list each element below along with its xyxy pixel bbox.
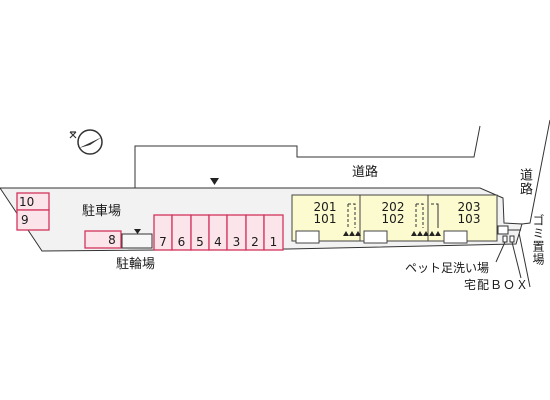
parking-number-5: 5 (196, 235, 204, 249)
unit-porch (363, 230, 388, 244)
parking-number-3: 3 (232, 235, 241, 249)
unit-number-101: 101 (313, 212, 337, 226)
building-outline (291, 194, 498, 242)
parking-number-1: 1 (269, 235, 278, 249)
bicycle-parking-label: 駐輪場 (116, 257, 156, 272)
door-triangle-icon (411, 231, 441, 236)
parking-space-1 (263, 214, 284, 251)
road-label-top: 道路 (352, 165, 379, 180)
unit-number-103: 103 (457, 212, 481, 226)
parking-number-6: 6 (177, 235, 186, 249)
bicycle-entrance-triangle-icon (134, 229, 141, 234)
unit-number-203: 203 (457, 200, 481, 214)
leader-line-pet-wash (495, 241, 506, 263)
parking-number-8: 8 (108, 233, 116, 247)
pet-wash-station (502, 235, 508, 243)
road-boundary-line (134, 125, 481, 188)
road-label-right: 道路 (517, 168, 532, 196)
stairs (347, 203, 356, 228)
unit-number-201: 201 (313, 200, 337, 214)
pet-wash-label: ペット足洗い場 (405, 261, 490, 275)
delivery-box (509, 235, 515, 243)
parking-lot-label: 駐車場 (82, 204, 122, 219)
parking-number-7: 7 (159, 235, 167, 249)
parking-space-9 (16, 209, 50, 231)
apartment-building (291, 194, 498, 244)
unit-porch (295, 230, 320, 244)
parking-spaces (16, 192, 284, 251)
road-boundary-line-right (521, 119, 550, 225)
unit-porch (443, 230, 468, 244)
unit-number-102: 102 (381, 212, 405, 226)
leader-line-delivery-box (511, 241, 522, 279)
garbage-label: ゴミ置場 (531, 214, 545, 266)
parking-space-8 (84, 230, 122, 249)
bicycle-parking-box (121, 233, 153, 249)
stairs (431, 203, 439, 228)
parking-number-9: 9 (21, 213, 29, 227)
road-edge-line (517, 227, 531, 288)
door-triangle-icon (343, 231, 361, 236)
parking-number-10: 10 (19, 195, 35, 209)
garbage-station (497, 225, 509, 235)
parking-number-4: 4 (214, 235, 222, 249)
unit-number-202: 202 (381, 200, 405, 214)
entrance-triangle-icon (210, 178, 219, 185)
delivery-box-label: 宅配ＢＯＸ (464, 278, 530, 292)
stairs (415, 203, 424, 228)
parking-number-2: 2 (251, 235, 259, 249)
north-arrow-icon (69, 129, 103, 155)
